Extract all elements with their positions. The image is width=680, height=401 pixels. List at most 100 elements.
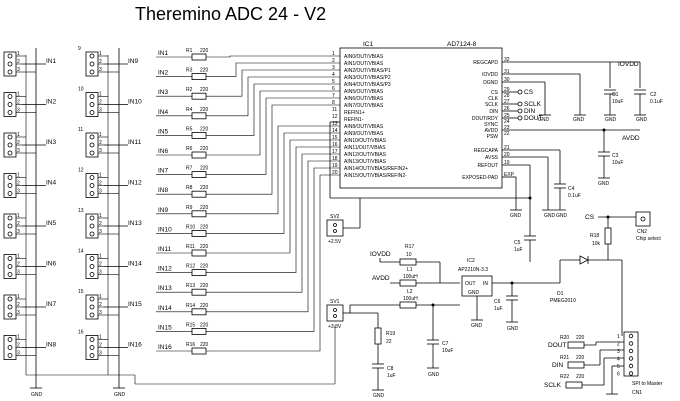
connector-5: 5123IN5	[3, 213, 57, 239]
pin-number: 30	[504, 77, 510, 83]
middle-connectors: 9123IN910123IN1011123IN1112123IN1213123I…	[78, 46, 142, 360]
input-label: IN15	[158, 324, 172, 331]
sv2-supply-selector: SV2+2.5V	[326, 198, 361, 245]
pin-number: 18	[332, 156, 338, 162]
resistor-value: 220	[200, 283, 209, 289]
pin-number: 3	[17, 351, 20, 357]
resistor-value: 220	[200, 185, 209, 191]
resistor-value: 220	[200, 107, 209, 113]
pin-number: 5	[617, 364, 620, 370]
connector-label: IN9	[128, 58, 139, 65]
resistor-ref: R15	[186, 322, 195, 328]
connector-label: IN5	[46, 220, 57, 227]
iovdd-label-2: IOVDD	[370, 251, 391, 258]
pin-number: 2	[332, 58, 335, 64]
pin-number: 4	[332, 72, 335, 78]
svg-text:DOUT: DOUT	[548, 342, 566, 349]
svg-text:IN: IN	[483, 281, 488, 287]
cn1-pin-6: 6	[617, 371, 634, 378]
connector-label: IN13	[128, 220, 142, 227]
resistor-ref: R1	[186, 48, 193, 54]
svg-text:10uF: 10uF	[612, 99, 623, 105]
svg-text:L1: L1	[407, 267, 413, 273]
connector-label: IN10	[128, 99, 142, 106]
resistor-value: 220	[200, 244, 209, 250]
pin-name: AIN4/OUT/VBIAS/P3	[344, 82, 391, 88]
connector-6: 6123IN6	[3, 254, 57, 279]
pin-number: 1	[99, 254, 102, 260]
svg-text:SCLK: SCLK	[524, 101, 542, 108]
pin-name: AIN11/OUT/VBIAS	[344, 145, 386, 151]
pin-number: 2	[617, 342, 620, 348]
svg-text:GND: GND	[507, 326, 519, 332]
ground-symbol-left: GND	[30, 387, 43, 398]
pin-number: 3	[17, 148, 20, 154]
resistor-ref: R9	[186, 205, 193, 211]
net-dout: DOUT	[502, 115, 542, 122]
svg-text:Chip select: Chip select	[636, 236, 661, 242]
input-label: IN11	[158, 246, 172, 253]
svg-text:0.1uF: 0.1uF	[650, 99, 663, 105]
connector-number: 10	[78, 87, 84, 93]
input-label: IN8	[158, 187, 169, 194]
pin-name: IOVDD	[482, 72, 498, 78]
pin-number: 1	[17, 132, 20, 138]
pin-number: 1	[17, 173, 20, 179]
pin-number: 1	[99, 173, 102, 179]
ground-symbol-mid: GND	[113, 387, 126, 398]
pin-number: 2	[17, 140, 20, 146]
svg-text:GND: GND	[605, 117, 617, 123]
input-label: IN3	[158, 89, 169, 96]
pin-number: 31	[504, 69, 510, 75]
input-label: IN10	[158, 226, 172, 233]
pin-number: 2	[99, 302, 102, 308]
pin-number: 1	[17, 51, 20, 57]
connector-number: 11	[78, 127, 83, 133]
svg-text:10k: 10k	[592, 241, 601, 247]
resistor-value: 220	[200, 68, 209, 74]
svg-text:GND: GND	[598, 181, 610, 187]
pin-name: CLK	[488, 96, 498, 102]
svg-text:GND: GND	[31, 392, 43, 398]
resistor-ref: R14	[186, 303, 195, 309]
pin-number: 6	[332, 86, 335, 92]
pin-number: 12	[332, 114, 338, 120]
input-label: IN2	[158, 70, 169, 77]
svg-text:CS: CS	[524, 89, 534, 96]
connector-label: IN12	[128, 180, 142, 187]
pin-number: 2	[99, 100, 102, 106]
svg-text:100uH: 100uH	[403, 274, 418, 280]
pin-name: AIN1/OUT/VBIAS	[344, 61, 384, 67]
pin-number: 2	[99, 221, 102, 227]
pin-number: 4	[617, 357, 620, 363]
resistor-value: 220	[200, 303, 209, 309]
pin-number: 3	[17, 108, 20, 114]
pin-number: 2	[99, 181, 102, 187]
connector-7: 7123IN7	[3, 294, 57, 320]
pin-number: 1	[99, 132, 102, 138]
